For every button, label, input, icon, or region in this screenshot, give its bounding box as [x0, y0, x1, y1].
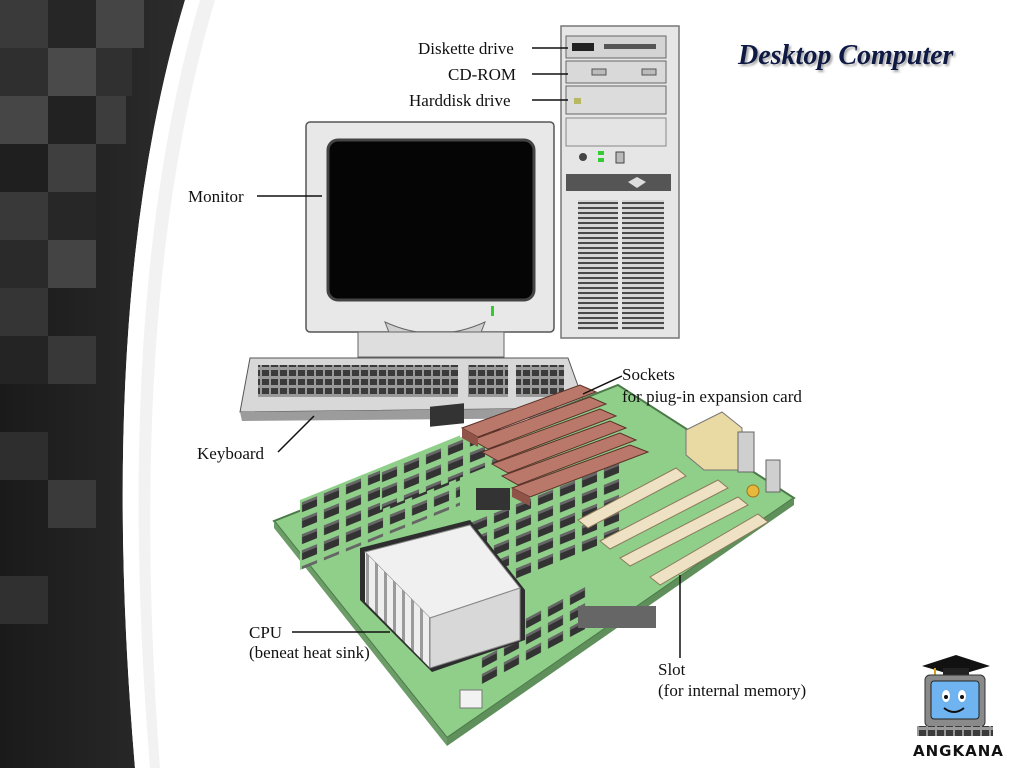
expansion-sockets	[460, 384, 650, 506]
keyboard-label: Keyboard	[197, 444, 265, 463]
memory-slots	[577, 467, 769, 586]
keyboard-leader-line	[277, 415, 315, 453]
sockets-leader-line	[582, 375, 623, 395]
cd-rom-label: CD-ROM	[448, 65, 517, 84]
diskette-drive-label: Diskette drive	[418, 39, 514, 58]
slot-label: Slot	[658, 660, 686, 679]
slot-description-label: (for internal memory)	[658, 681, 807, 700]
slide-title: Desktop Computer	[738, 40, 954, 71]
sockets-label: Sockets	[622, 365, 675, 384]
angkana-logo	[917, 655, 993, 736]
sockets-description-label: for piug-in expansion card	[622, 387, 802, 406]
leader-lines	[257, 47, 681, 658]
harddisk-drive-label: Harddisk drive	[409, 91, 511, 110]
cpu-label: CPU	[249, 623, 283, 642]
cpu-heat-sink	[360, 520, 525, 672]
monitor-label: Monitor	[188, 187, 244, 206]
motherboard	[272, 383, 796, 746]
tower-case	[560, 25, 680, 339]
cpu-description-label: (beneat heat sink)	[249, 643, 370, 662]
brand-name: ANGKANA	[913, 742, 1004, 760]
dark-sidebar-decoration	[0, 0, 215, 768]
monitor	[305, 121, 555, 358]
